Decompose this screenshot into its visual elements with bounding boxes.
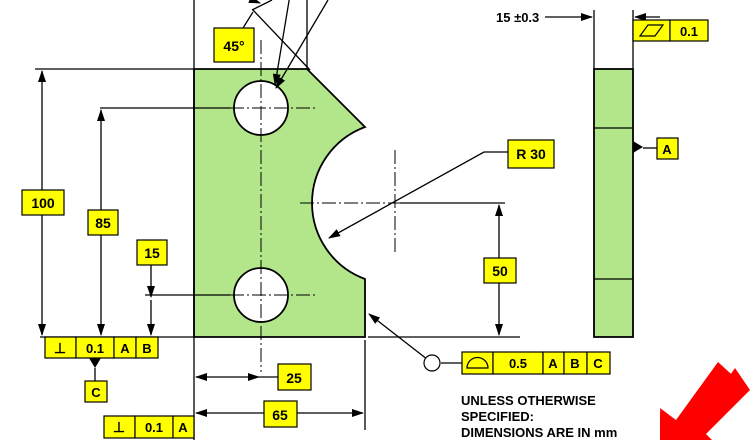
svg-text:UNLESS OTHERWISE: UNLESS OTHERWISE [461,393,596,408]
dim-radius: R 30 [507,139,555,169]
flatness-icon [638,24,665,37]
fcf-perpendicular-2: ⊥ 0.1 A [103,415,195,439]
dim-hole-bottom: 15 [136,239,168,266]
svg-text:100: 100 [31,195,55,211]
center-lines [230,40,505,372]
svg-text:DIMENSIONS ARE IN mm: DIMENSIONS ARE IN mm [461,425,617,440]
svg-text:A: A [662,142,672,157]
datum-a: A [633,137,679,160]
part-side-view [593,68,634,338]
svg-text:15: 15 [144,245,160,261]
fcf-profile: 0.5 A B C [423,351,611,375]
profile-surface-icon [466,356,489,369]
datum-c: C [84,358,108,403]
svg-text:50: 50 [492,263,508,279]
svg-text:⊥: ⊥ [113,419,125,435]
svg-text:C: C [91,385,101,400]
svg-text:0.1: 0.1 [145,420,163,435]
svg-text:A: A [548,356,558,371]
svg-text:R 30: R 30 [516,146,546,162]
svg-text:0.1: 0.1 [86,341,104,356]
dim-angle: 45° [213,27,255,63]
dim-hole-x: 25 [277,363,312,391]
svg-text:B: B [570,356,579,371]
dim-width: 65 [263,400,298,428]
svg-text:⊥: ⊥ [54,340,66,356]
svg-text:45°: 45° [223,38,244,54]
general-note: UNLESS OTHERWISE SPECIFIED: DIMENSIONS A… [461,393,617,440]
dim-arc-center: 50 [483,257,517,284]
svg-text:85: 85 [95,215,111,231]
dim-thickness: 15 ±0.3 [496,10,539,25]
svg-text:25: 25 [286,370,302,386]
fcf-flatness: 0.1 [632,19,709,42]
svg-text:B: B [142,341,151,356]
svg-text:A: A [120,341,130,356]
svg-text:65: 65 [272,407,288,423]
svg-text:SPECIFIED:: SPECIFIED: [461,409,534,424]
svg-text:A: A [178,420,188,435]
fcf-perpendicular: ⊥ 0.1 A B [44,336,159,359]
dim-height-total: 100 [21,189,65,216]
svg-text:0.5: 0.5 [509,356,527,371]
dimension-lines [38,0,660,417]
dim-hole-top: 85 [87,209,119,236]
svg-text:0.1: 0.1 [680,24,698,39]
part-front-view [193,68,367,338]
red-arrow-body [660,362,742,440]
svg-text:C: C [593,356,603,371]
